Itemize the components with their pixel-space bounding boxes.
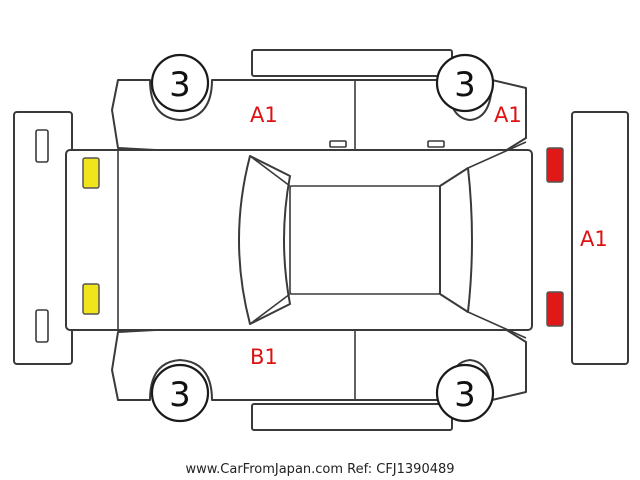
damage-mark-rear-bumper: A1 [580,227,608,251]
footer-reference: www.CarFromJapan.com Ref: CFJ1390489 [185,462,454,477]
wheel-rear-left: 3 [435,53,495,113]
damage-mark-right-front-door: B1 [250,345,278,369]
damage-mark-left-front-door: A1 [250,103,278,127]
damage-mark-rear-quarter: A1 [494,103,522,127]
rear-lamp-right [546,291,564,327]
wheel-grade-label: 3 [169,65,191,105]
wheel-grade-label: 3 [454,375,476,415]
front-lamp-right [82,283,100,315]
rear-lamp-left [546,147,564,183]
wheel-front-right: 3 [150,363,210,423]
car-body-top-view [65,141,533,339]
front-bumper [13,111,73,365]
wheel-rear-right: 3 [435,363,495,423]
wheel-grade-label: 3 [454,65,476,105]
rear-bumper [571,111,629,365]
wheel-front-left: 3 [150,53,210,113]
wheel-grade-label: 3 [169,375,191,415]
front-lamp-left [82,157,100,189]
